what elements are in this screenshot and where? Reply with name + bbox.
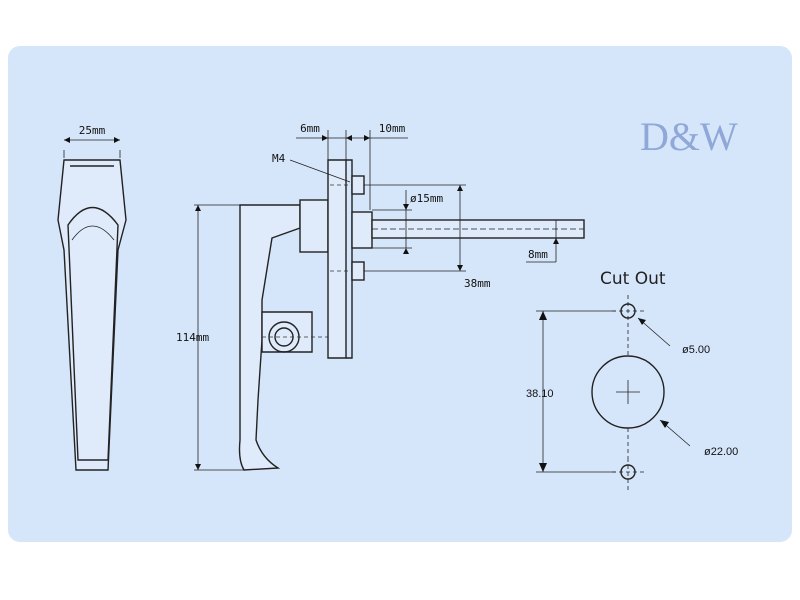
thread-callout: M4	[272, 152, 351, 183]
dw-logo: D&W	[640, 114, 738, 159]
boss-label: ø15mm	[410, 192, 443, 205]
length-label: 38mm	[464, 277, 491, 290]
spindle-dimension: 8mm	[526, 220, 559, 263]
handle-front-view	[57, 159, 127, 471]
spindle-label: 8mm	[528, 248, 548, 261]
top-dimensions: 6mm 10mm	[296, 122, 408, 210]
height-label: 114mm	[176, 331, 209, 344]
length-dimension: 38mm	[364, 184, 491, 290]
width-label: 25mm	[79, 124, 106, 137]
gap-label: 6mm	[300, 122, 320, 135]
width-dimension: 25mm	[63, 124, 121, 158]
handle-side-view	[238, 159, 585, 471]
boss-dimension: ø15mm	[372, 190, 443, 254]
cutout-title: Cut Out	[600, 269, 666, 289]
cutout-view: Cut Out 38.10 ø5.00 ø22.00	[526, 269, 738, 492]
drawing-panel	[8, 46, 792, 542]
small-hole-label: ø5.00	[682, 344, 710, 356]
spacing-label: 38.10	[526, 388, 554, 400]
plate-label: 10mm	[379, 122, 406, 135]
thread-label: M4	[272, 152, 286, 165]
logo-text: D&W	[640, 114, 738, 159]
large-hole-label: ø22.00	[704, 446, 738, 458]
height-dimension: 114mm	[176, 204, 244, 471]
